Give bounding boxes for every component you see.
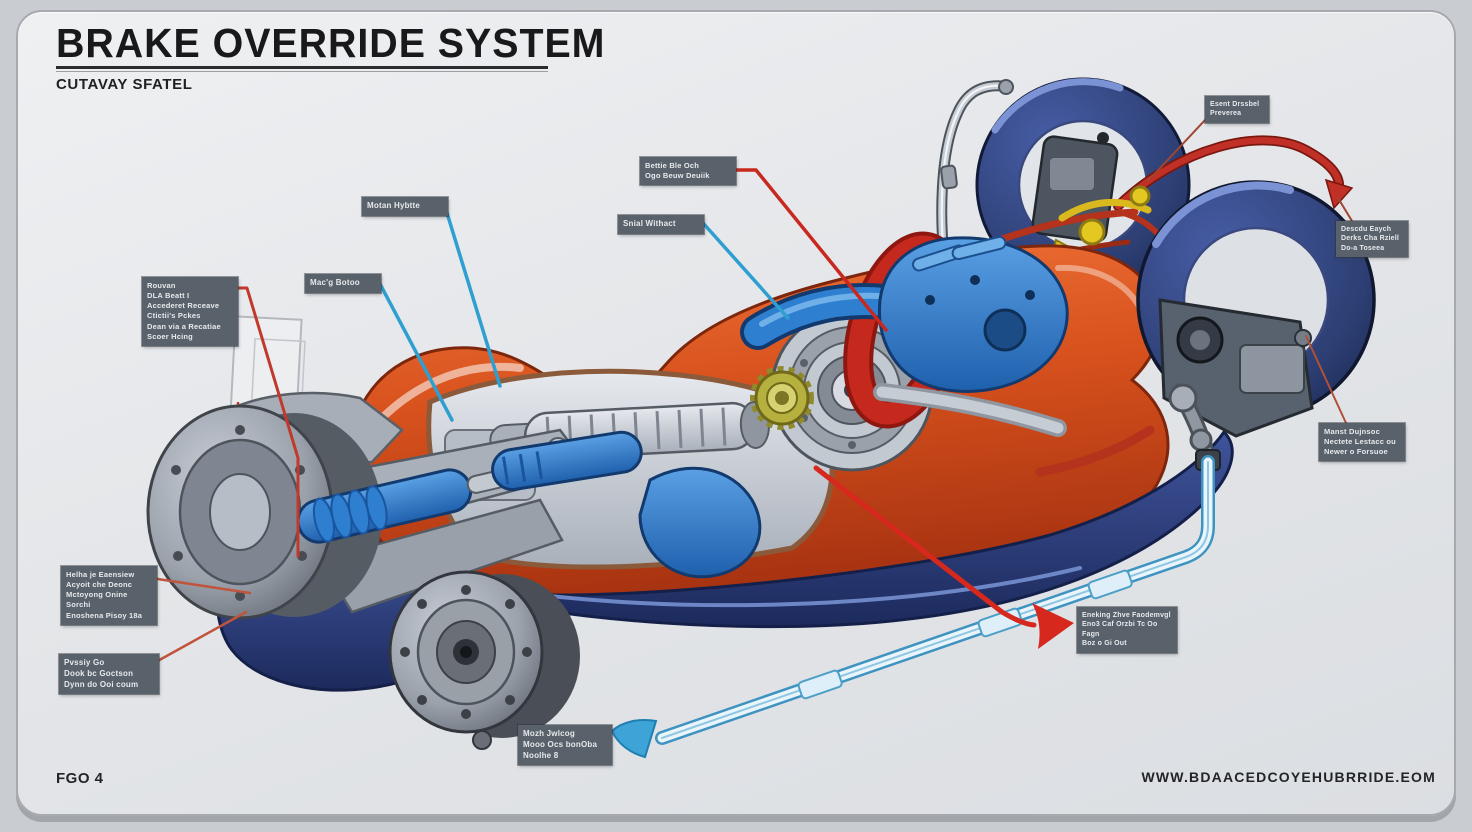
website-url: WWW.BDAACEDCOYEHUBRRIDE.EOM xyxy=(1141,769,1436,785)
override-red-arrow xyxy=(813,465,1074,649)
figure-number: FGO 4 xyxy=(56,770,104,787)
callout-manst: Manst Dujnsoc Nectete Lestacc ou Newer o… xyxy=(1319,423,1405,462)
title-underline xyxy=(56,66,548,69)
callout-esent: Esent Drssbel Preverea xyxy=(1205,96,1269,123)
callout-sniel: Snial Withact xyxy=(618,215,704,234)
rear-wheel-near xyxy=(1136,180,1376,438)
callout-mozh: Mozh Jwlcog Mooo Ocs bonOba Noolhe 8 xyxy=(518,725,612,766)
page-title: BRAKE OVERRIDE SYSTEM xyxy=(56,20,606,66)
callout-desc: Descdu Eaych Derks Cha Rziell Do-a Tosee… xyxy=(1336,221,1408,258)
callout-macg: Mac'g Botoo xyxy=(305,274,381,293)
title-underline-thin xyxy=(56,71,548,72)
blue-flow-arrow xyxy=(610,719,658,759)
red-cable-arc xyxy=(1113,135,1354,211)
callout-rouvan: Rouvan DLA Beatt I Accederet Receave Cti… xyxy=(142,277,238,346)
front-drum-large xyxy=(146,391,404,620)
page-subtitle: CUTAVAY SFATEL xyxy=(56,76,193,93)
callout-bettie: Bettie Ble Och Ogo Beuw Deuiik xyxy=(640,157,736,186)
timing-gear xyxy=(750,366,814,430)
callout-helha: Helha je Eaensiew Acyoit che Deonc Mctoy… xyxy=(61,566,157,625)
front-drum-small xyxy=(388,570,580,750)
callout-motor: Motan Hybtte xyxy=(362,197,448,216)
shock-absorbers xyxy=(296,430,762,579)
red-arrowhead xyxy=(1032,603,1074,649)
rear-axle-shaft xyxy=(873,383,1067,437)
callout-eneking: Eneking Zhve Faodemvgl Eno3 Caf Orzbi Tc… xyxy=(1077,607,1177,653)
red-cable-arrowhead xyxy=(1324,178,1354,210)
engine-block xyxy=(740,235,1069,393)
callout-pvssiy: Pvssiy Go Dook bc Goctson Dynn do Ooi co… xyxy=(59,654,159,695)
brake-pipe-line xyxy=(610,455,1215,759)
